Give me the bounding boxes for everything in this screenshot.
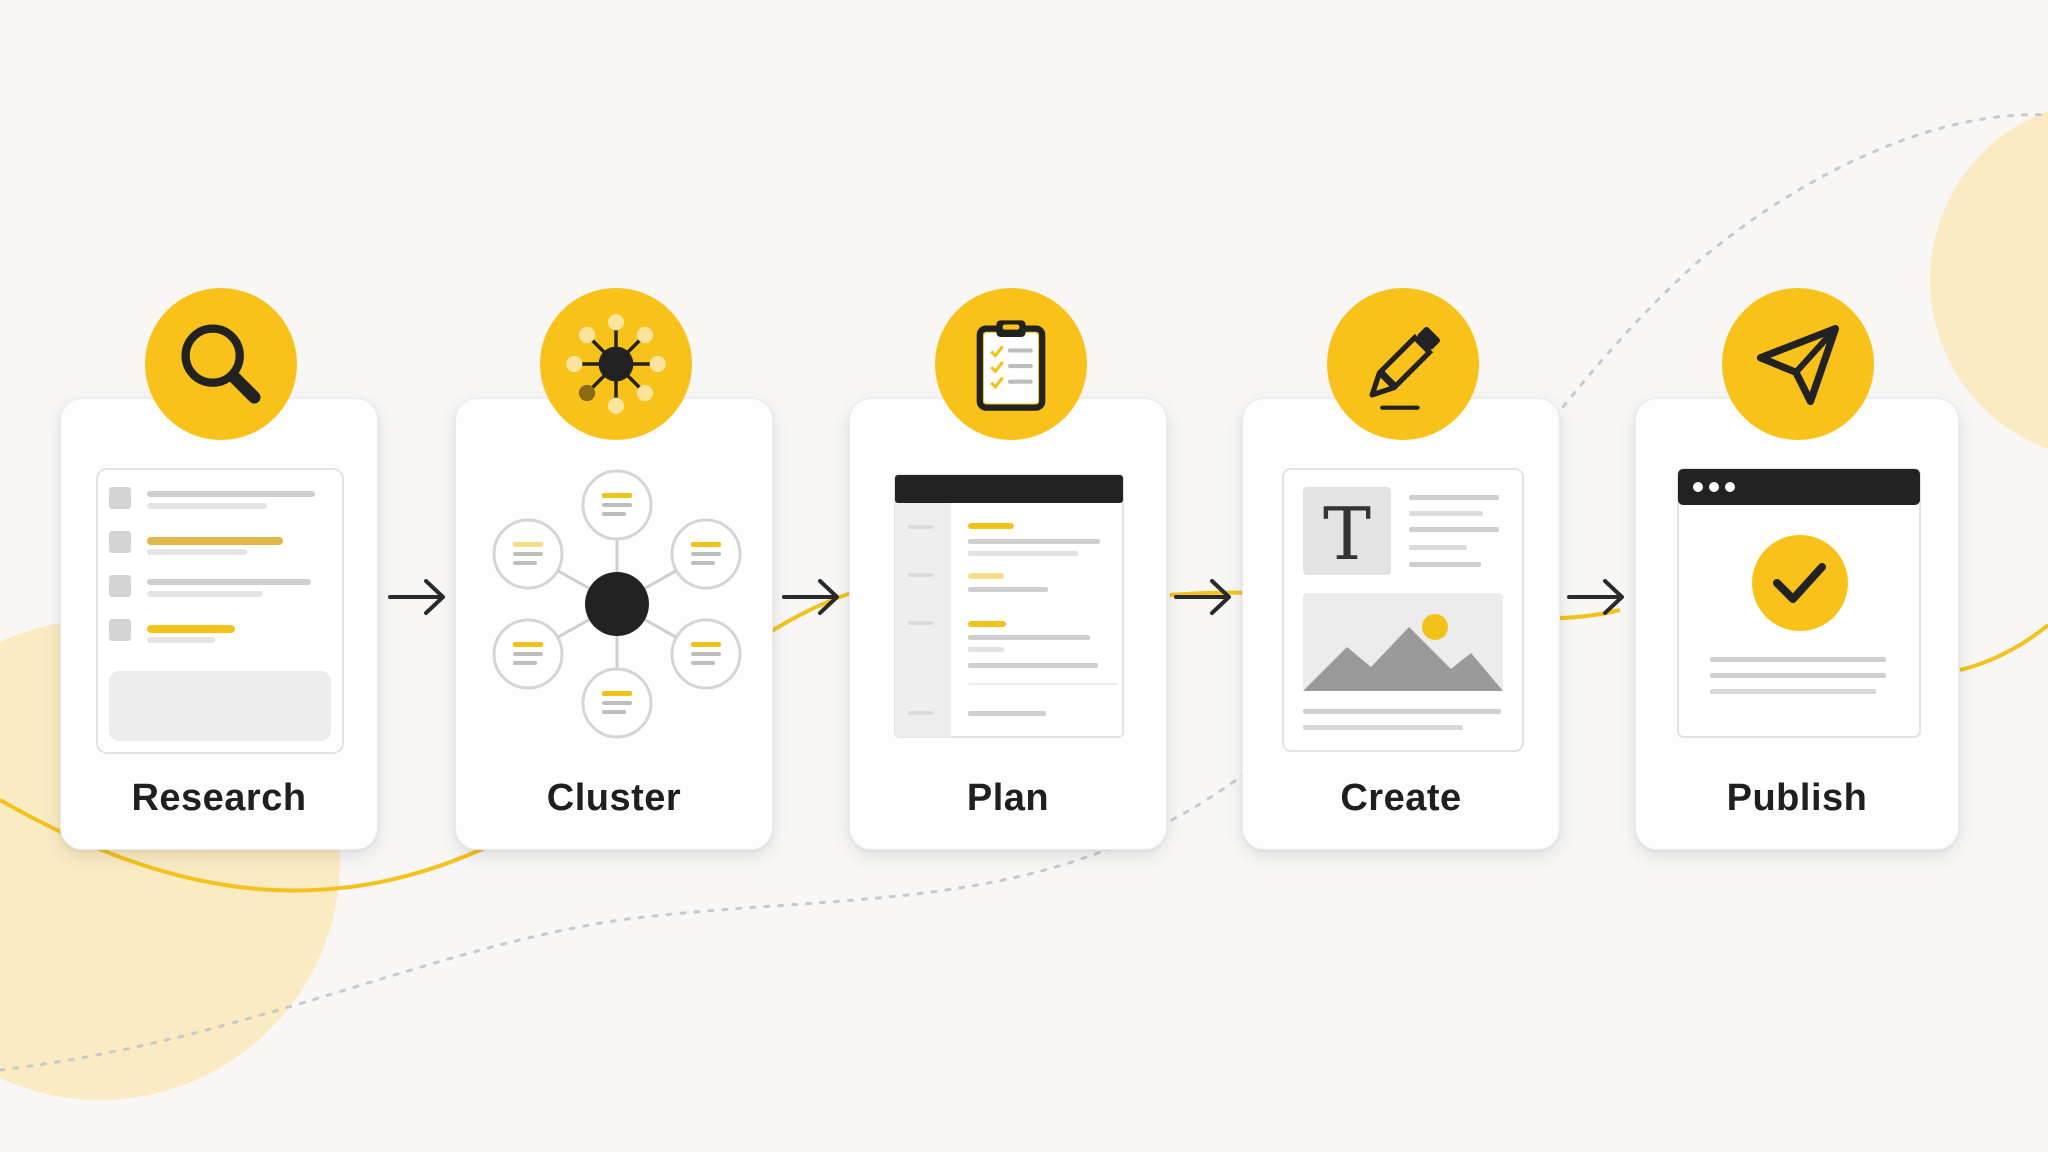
step-label: Cluster	[546, 777, 682, 819]
cluster-illustration	[492, 469, 742, 739]
step-label: Publish	[1726, 777, 1868, 819]
step-label: Research	[131, 777, 307, 819]
step-card-create: T Create	[1242, 398, 1560, 850]
step-label: Plan	[966, 777, 1050, 819]
svg-text:T: T	[1323, 492, 1371, 576]
step-card-cluster: Cluster	[455, 398, 773, 850]
publish-illustration	[1677, 468, 1921, 738]
arrow-right-icon	[388, 579, 445, 615]
hub-network-icon	[540, 288, 692, 440]
research-illustration	[96, 468, 344, 754]
step-card-publish: Publish	[1635, 398, 1959, 850]
step-card-plan: Plan	[849, 398, 1167, 850]
search-icon	[145, 288, 297, 440]
step-card-research: Research	[60, 398, 378, 850]
plan-illustration	[894, 474, 1124, 738]
step-label: Create	[1340, 777, 1462, 819]
arrow-right-icon	[782, 579, 839, 615]
create-illustration: T	[1282, 468, 1524, 752]
clipboard-checklist-icon	[935, 288, 1087, 440]
arrow-right-icon	[1567, 579, 1624, 615]
pencil-icon	[1327, 288, 1479, 440]
arrow-right-icon	[1174, 579, 1231, 615]
paper-plane-icon	[1722, 288, 1874, 440]
